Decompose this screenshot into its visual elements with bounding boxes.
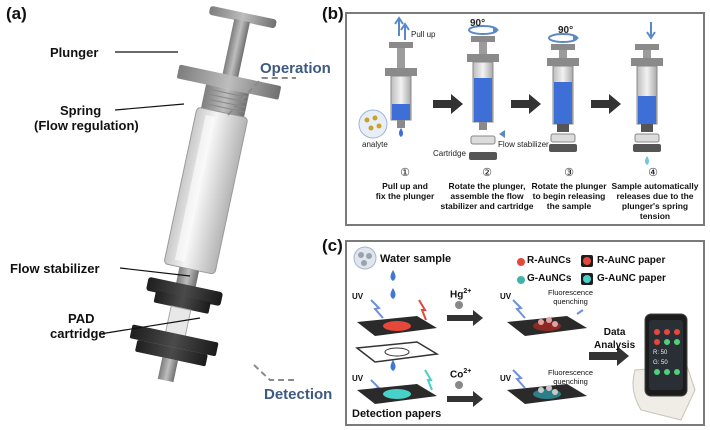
label-uv-1: UV — [352, 292, 364, 301]
flow-stabilizer-part — [146, 277, 223, 306]
label-analyte: analyte — [362, 140, 388, 149]
legend-g-auncs: G-AuNCs — [527, 273, 572, 284]
label-uv-2: UV — [352, 374, 364, 383]
panel-label-b: (b) — [322, 4, 344, 23]
arrow-analysis — [589, 346, 629, 366]
legend-r-auncs: R-AuNCs — [527, 255, 571, 266]
section-operation: Operation — [260, 60, 331, 77]
step3-syringe — [547, 33, 579, 152]
label-uv-4: UV — [500, 374, 512, 383]
label-co: Co2+ — [450, 368, 472, 381]
detection-illustration — [353, 246, 696, 421]
step2-number: ② — [482, 167, 492, 179]
callout-spring-sub: (Flow regulation) — [34, 118, 139, 133]
label-water-sample: Water sample — [380, 253, 452, 265]
label-angle-1: 90° — [470, 18, 486, 29]
step2-syringe — [467, 25, 505, 160]
label-uv-3: UV — [500, 292, 512, 301]
callout-pad-sub: cartridge — [50, 326, 106, 341]
label-detection-papers: Detection papers — [352, 408, 442, 420]
panel-label-c: (c) — [322, 236, 343, 255]
label-hg: Hg2+ — [450, 288, 472, 301]
arrow-co — [447, 391, 483, 407]
syringe-illustration — [129, 6, 281, 383]
label-cartridge: Cartridge — [433, 149, 466, 158]
step1-number: ① — [400, 167, 410, 179]
label-angle-2: 90° — [558, 25, 574, 36]
step3-number: ③ — [564, 167, 574, 179]
label-flow-stabilizer: Flow stabilizer — [498, 140, 549, 149]
step4-syringe — [631, 22, 663, 165]
pad-cartridge-part — [129, 324, 219, 357]
legend-g-paper: G-AuNC paper — [597, 273, 666, 284]
legend-r-auncs-icon — [517, 258, 525, 266]
callout-plunger: Plunger — [50, 45, 99, 60]
plunger-rod — [221, 18, 250, 83]
step-arrow-1 — [433, 94, 463, 114]
operation-steps-illustration — [358, 16, 663, 165]
legend-g-auncs-icon — [517, 276, 525, 284]
label-pull-up: Pull up — [411, 30, 436, 39]
step-arrow-2 — [511, 94, 541, 114]
callout-pad: PAD — [68, 311, 95, 326]
arrow-hg — [447, 310, 483, 326]
syringe-tip — [175, 266, 200, 289]
plunger-cap — [209, 6, 277, 29]
section-detection: Detection — [264, 386, 333, 403]
phone-readout-r: R: 50 — [653, 350, 668, 356]
callout-spring: Spring — [60, 103, 102, 118]
legend-r-paper: R-AuNC paper — [597, 255, 666, 266]
callout-flow-stabilizer: Flow stabilizer — [10, 261, 100, 276]
step-arrow-3 — [591, 94, 621, 114]
step1-syringe — [358, 16, 417, 139]
phone-readout-g: G: 50 — [653, 360, 668, 366]
panel-label-a: (a) — [6, 4, 27, 23]
barrel-flange — [177, 64, 281, 100]
step4-number: ④ — [648, 167, 658, 179]
